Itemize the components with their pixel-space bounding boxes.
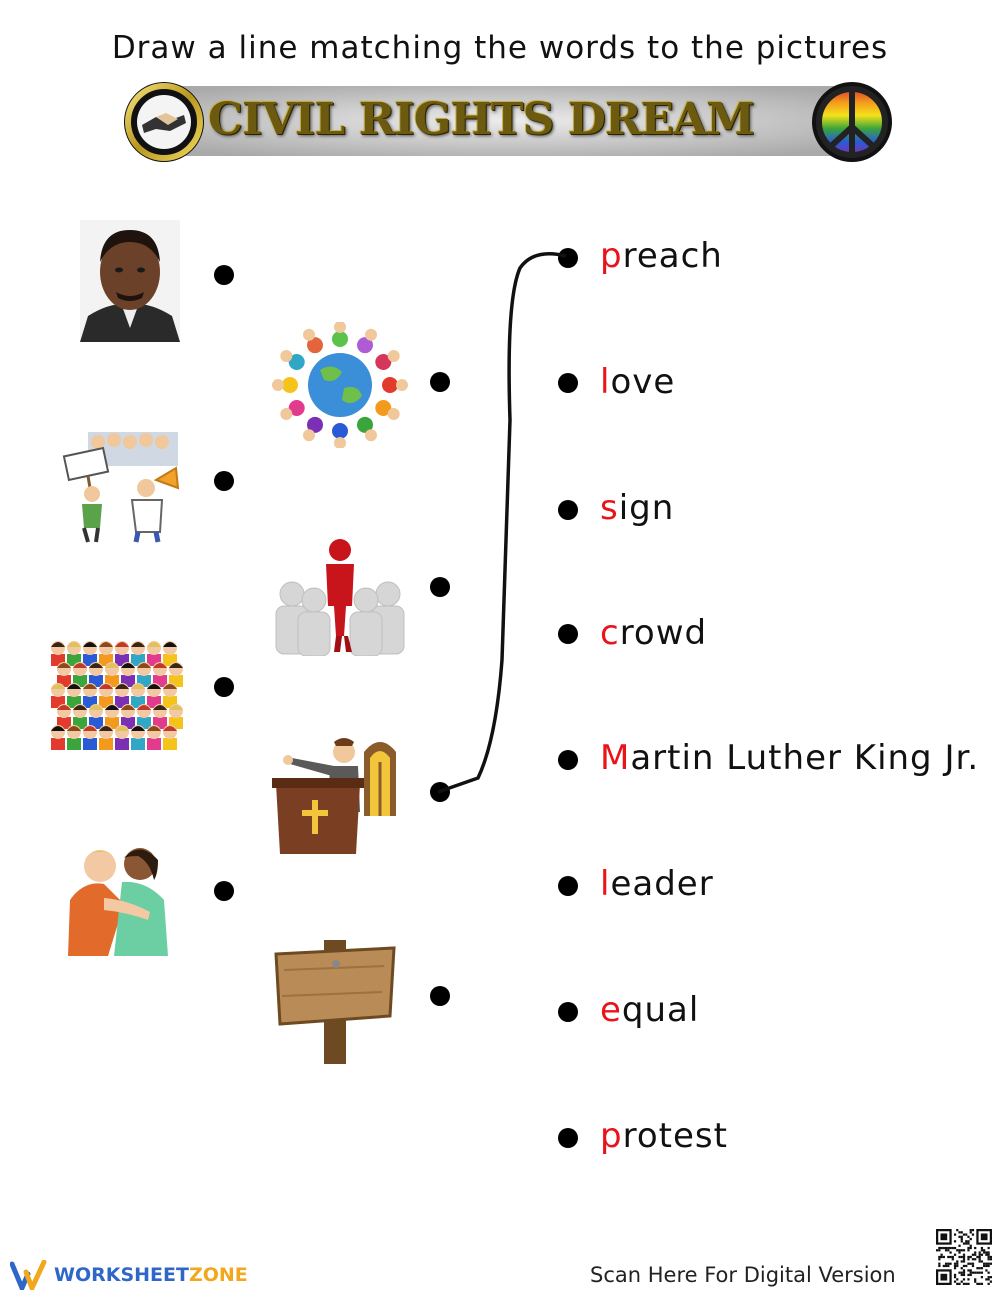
children-around-globe-icon bbox=[272, 322, 408, 448]
worksheetzone-logo[interactable]: WORKSHEETZONE bbox=[10, 1258, 248, 1292]
match-word: Martin Luther King Jr. bbox=[600, 738, 979, 778]
word-dot[interactable] bbox=[558, 876, 578, 896]
word-dot[interactable] bbox=[558, 373, 578, 393]
banner-title: CIVIL RIGHTS DREAM bbox=[208, 94, 755, 145]
banner-background bbox=[128, 86, 884, 156]
crowd-of-people-icon bbox=[51, 641, 183, 750]
mlk-portrait-icon bbox=[80, 220, 180, 342]
word-dot[interactable] bbox=[558, 1128, 578, 1148]
picture-dot[interactable] bbox=[430, 577, 450, 597]
word-dot[interactable] bbox=[558, 1002, 578, 1022]
handshake-icon bbox=[124, 82, 204, 162]
word-first-letter: c bbox=[600, 613, 620, 653]
word-dot[interactable] bbox=[558, 248, 578, 268]
word-first-letter: l bbox=[600, 362, 611, 402]
logo-text-zone: ZONE bbox=[188, 1264, 248, 1286]
word-rest: ign bbox=[618, 488, 675, 528]
word-first-letter: l bbox=[600, 864, 611, 904]
hugging-people-icon bbox=[68, 848, 168, 956]
picture-dot[interactable] bbox=[214, 265, 234, 285]
match-word: equal bbox=[600, 990, 699, 1030]
match-word: sign bbox=[600, 488, 674, 528]
picture-dot[interactable] bbox=[430, 986, 450, 1006]
title-banner: CIVIL RIGHTS DREAM bbox=[108, 78, 904, 166]
word-rest: rowd bbox=[619, 613, 708, 653]
match-word: leader bbox=[600, 864, 714, 904]
picture-dot[interactable] bbox=[214, 677, 234, 697]
word-rest: rotest bbox=[622, 1116, 728, 1156]
picture-dot[interactable] bbox=[214, 471, 234, 491]
preacher-pulpit-icon bbox=[272, 738, 396, 854]
word-dot[interactable] bbox=[558, 500, 578, 520]
word-rest: ove bbox=[610, 362, 676, 402]
leader-figure-icon bbox=[275, 539, 405, 656]
word-first-letter: s bbox=[600, 488, 619, 528]
word-rest: reach bbox=[622, 236, 723, 276]
match-word: preach bbox=[600, 236, 723, 276]
word-first-letter: e bbox=[600, 990, 622, 1030]
protest-crowd-icon bbox=[62, 432, 180, 543]
wooden-sign-icon bbox=[274, 940, 396, 1064]
word-dot[interactable] bbox=[558, 750, 578, 770]
match-word: crowd bbox=[600, 613, 707, 653]
picture-dot[interactable] bbox=[430, 372, 450, 392]
word-rest: eader bbox=[610, 864, 714, 904]
word-dot[interactable] bbox=[558, 624, 578, 644]
peace-sign-icon bbox=[812, 82, 892, 162]
qr-code-icon[interactable] bbox=[936, 1229, 992, 1285]
word-rest: artin Luther King Jr. bbox=[630, 738, 980, 778]
instruction-text: Draw a line matching the words to the pi… bbox=[111, 30, 889, 66]
scan-text: Scan Here For Digital Version bbox=[590, 1263, 896, 1287]
word-rest: qual bbox=[621, 990, 700, 1030]
match-word: love bbox=[600, 362, 675, 402]
logo-mark-icon bbox=[10, 1260, 47, 1290]
word-first-letter: p bbox=[600, 236, 623, 276]
match-word: protest bbox=[600, 1116, 728, 1156]
logo-text-worksheet: WORKSHEET bbox=[54, 1264, 189, 1286]
word-first-letter: M bbox=[600, 738, 631, 778]
picture-dot[interactable] bbox=[214, 881, 234, 901]
word-first-letter: p bbox=[600, 1116, 623, 1156]
